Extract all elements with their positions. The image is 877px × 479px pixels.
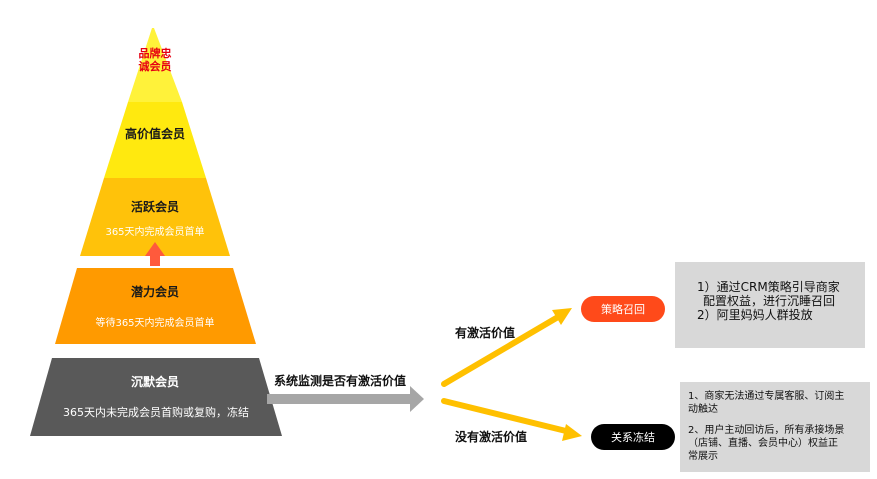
freeze-note-line: 动触达 (688, 404, 718, 415)
freeze-note-line: 2、用户主动回访后，所有承接场景 (688, 425, 845, 436)
freeze-note-line: 常展示 (688, 451, 718, 462)
recall-note-line: 配置权益，进行沉睡召回 (703, 294, 836, 308)
tier-silent-shape (30, 358, 282, 436)
tier-high-value-label: 高价值会员 (124, 127, 185, 141)
relation-freeze-badge: 关系冻结 (591, 424, 675, 450)
strategy-recall-badge: 策略召回 (581, 296, 665, 322)
branch-no-arrow-line (441, 398, 569, 434)
tier-active-shape (80, 178, 230, 256)
recall-note-box: 1）通过CRM策略引导商家 配置权益，进行沉睡召回 2）阿里妈妈人群投放 (675, 262, 865, 348)
freeze-note-box: 1、商家无法通过专属客服、订阅主 动触达 2、用户主动回访后，所有承接场景 （店… (680, 382, 870, 472)
tier-silent-subtitle: 365天内未完成会员首购或复购，冻结 (63, 406, 249, 419)
branch-yes-label: 有激活价值 (455, 326, 516, 340)
freeze-note-line: （店铺、直播、会员中心）权益正 (688, 438, 838, 449)
branch-yes-arrowhead-icon (552, 308, 572, 325)
tier-active-subtitle: 365天内完成会员首单 (105, 227, 205, 238)
tier-high-value-shape (104, 102, 206, 178)
freeze-note-line (688, 416, 864, 424)
tier-potential-shape (55, 268, 256, 344)
branch-no-label: 没有激活价值 (455, 430, 528, 444)
tier-silent-label: 沉默会员 (130, 375, 179, 389)
up-arrow-icon (145, 242, 165, 266)
tier-active-label: 活跃会员 (130, 200, 179, 214)
branch-no-arrowhead-icon (562, 424, 582, 441)
freeze-note-line: 1、商家无法通过专属客服、订阅主 (688, 391, 845, 402)
recall-note-line: 1）通过CRM策略引导商家 (697, 280, 840, 294)
tier-potential-label: 潜力会员 (130, 285, 179, 299)
tier-loyal-shape (128, 28, 182, 102)
tier-potential-subtitle: 等待365天内完成会员首单 (95, 318, 215, 329)
tier-loyal-label: 品牌忠 诚会员 (138, 47, 172, 73)
monitor-arrow-icon (267, 386, 424, 412)
recall-note-line: 2）阿里妈妈人群投放 (697, 308, 813, 322)
branch-yes-arrow-line (441, 314, 561, 387)
monitor-label: 系统监测是否有激活价值 (274, 374, 407, 388)
